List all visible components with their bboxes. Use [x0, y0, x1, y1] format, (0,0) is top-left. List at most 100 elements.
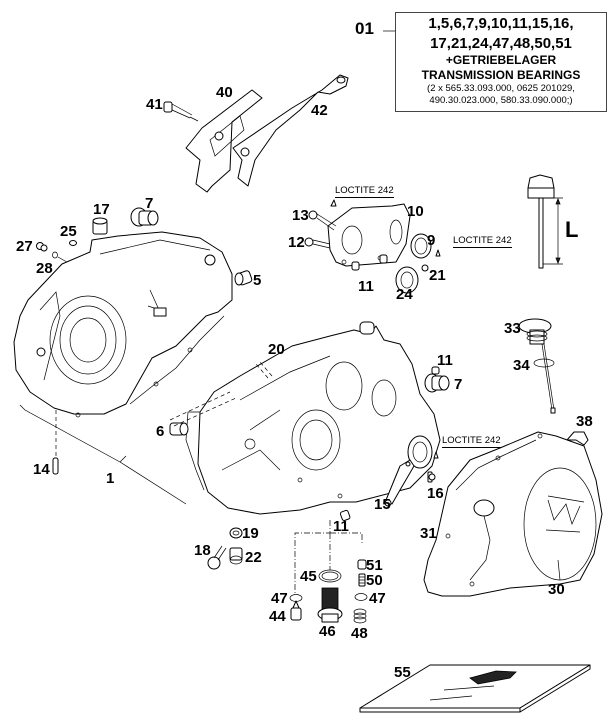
bushing-6 — [169, 422, 189, 436]
dowel-11-bottom — [339, 509, 351, 522]
right-crankcase-half — [197, 321, 441, 515]
kit-callout-label: 01 — [355, 19, 374, 38]
loctite-note: LOCTITE 242 — [335, 185, 394, 198]
callout-47: 47 — [369, 590, 386, 607]
chain-guide-bracket-part — [232, 74, 349, 187]
manual-55 — [359, 664, 591, 713]
callout-25: 25 — [60, 223, 77, 240]
alignment-line — [169, 391, 237, 427]
oil-filter-screen-46 — [317, 587, 343, 623]
bolt-41 — [163, 101, 199, 122]
callout-1: 1 — [106, 470, 115, 487]
callout-47: 47 — [271, 590, 288, 607]
callout-28: 28 — [36, 260, 53, 277]
kit-line-3: +GETRIEBELAGER — [445, 53, 557, 67]
callout-38: 38 — [576, 413, 593, 430]
kit-line-1: 1,5,6,7,9,10,11,15,16, — [428, 15, 574, 32]
callout-11: 11 — [333, 518, 349, 535]
loctite-note: LOCTITE 242 — [442, 435, 501, 448]
washer-19 — [229, 527, 243, 539]
group-line-1 — [19, 404, 187, 505]
callout-16: 16 — [427, 485, 444, 502]
bolt-13 — [308, 199, 337, 231]
callout-50: 50 — [366, 572, 383, 589]
screw-27 — [36, 242, 48, 252]
screw-16 — [427, 451, 439, 483]
screw-21 — [421, 249, 441, 272]
callout-10: 10 — [407, 203, 424, 220]
callout-20: 20 — [268, 341, 285, 358]
callout-15: 15 — [374, 496, 391, 513]
plug-51 — [357, 559, 367, 570]
bracket-15 — [384, 459, 415, 507]
plug-22 — [229, 547, 243, 565]
callout-22: 22 — [245, 549, 262, 566]
callout-31: 31 — [420, 525, 437, 542]
callout-17: 17 — [93, 201, 110, 218]
callout-46: 46 — [319, 623, 336, 640]
callout-13: 13 — [292, 207, 309, 224]
callout-12: 12 — [288, 234, 305, 251]
bolt-12 — [304, 237, 331, 249]
dowel-11-upper — [351, 254, 388, 271]
bolt-14 — [52, 410, 59, 475]
callout-55: 55 — [394, 664, 411, 681]
loctite-note: LOCTITE 242 — [453, 235, 512, 248]
callout-14: 14 — [33, 461, 50, 478]
callout-5: 5 — [253, 272, 262, 289]
callout-11: 11 — [358, 278, 374, 295]
callout-41: 41 — [146, 96, 163, 113]
kit-line-2: 17,21,24,47,48,50,51 — [430, 35, 572, 52]
dowel-11-mid — [431, 366, 440, 375]
bearing-9 — [410, 233, 432, 259]
callout-51: 51 — [366, 557, 383, 574]
washer-47-right — [354, 593, 368, 601]
callout-44: 44 — [269, 608, 286, 625]
clutch-cover-30 — [423, 431, 603, 597]
clip-38 — [566, 431, 589, 446]
washer-25 — [69, 240, 77, 246]
bushing-5 — [234, 270, 253, 286]
callout-48: 48 — [351, 625, 368, 642]
oring-34 — [533, 358, 555, 368]
callout-11: 11 — [437, 352, 453, 369]
callout-30: 30 — [548, 581, 565, 598]
callout-19: 19 — [242, 525, 259, 542]
oil-plug-33 — [518, 318, 556, 414]
callout-33: 33 — [504, 320, 521, 337]
bushing-7-right — [424, 373, 450, 393]
spring-50 — [358, 573, 366, 587]
bolt-18 — [207, 545, 227, 570]
gasket-20 — [185, 411, 205, 491]
leader-line — [119, 455, 127, 463]
callout-45: 45 — [300, 568, 317, 585]
callout-9: 9 — [427, 232, 436, 249]
callout-24: 24 — [396, 286, 413, 303]
guide-line — [294, 520, 363, 595]
callout-7: 7 — [145, 195, 154, 212]
chain-guide-part — [185, 89, 263, 193]
callout-40: 40 — [216, 84, 233, 101]
callout-27: 27 — [16, 238, 33, 255]
washer-47-left — [289, 594, 303, 602]
plug-48 — [353, 608, 367, 624]
kit-line-5: (2 x 565.33.093.000, 0625 201029, — [427, 83, 575, 94]
bearing-support-10 — [327, 203, 411, 267]
dimension-label: L — [565, 217, 579, 242]
seal-24 — [395, 266, 419, 294]
callout-18: 18 — [194, 542, 211, 559]
callout-7: 7 — [454, 376, 463, 393]
callout-42: 42 — [311, 102, 328, 119]
plug-44 — [290, 600, 302, 621]
callout-34: 34 — [513, 357, 530, 374]
bushing-17 — [92, 217, 108, 235]
bushing-7-top — [130, 207, 159, 227]
alignment-line — [255, 361, 273, 379]
callout-21: 21 — [429, 267, 446, 284]
left-crankcase-half — [13, 231, 233, 418]
oring-45 — [318, 569, 342, 583]
dipstick — [527, 174, 563, 269]
callout-6: 6 — [156, 423, 165, 440]
